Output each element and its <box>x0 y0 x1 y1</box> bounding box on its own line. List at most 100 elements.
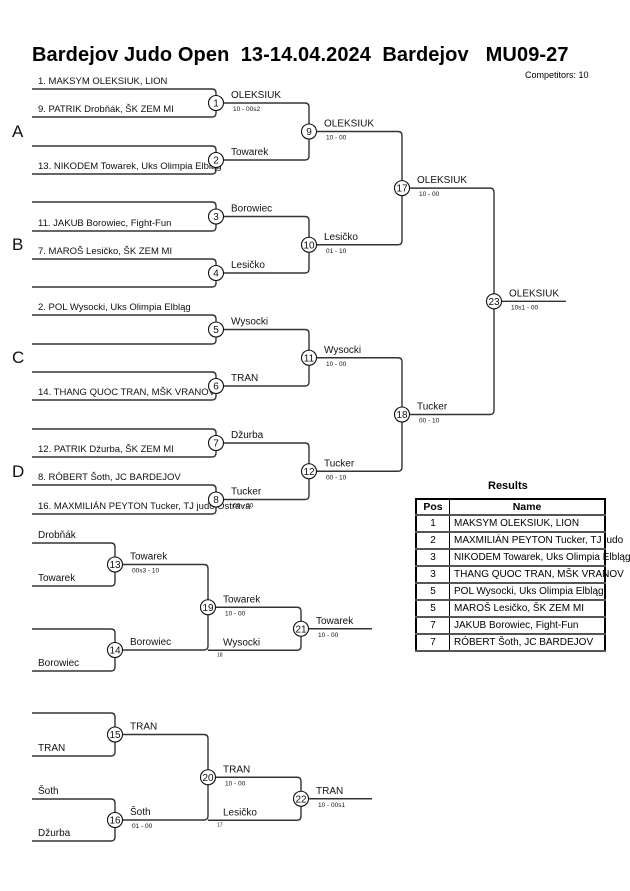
result-pos: 7 <box>415 633 450 652</box>
match-number-circle <box>106 641 124 659</box>
result-pos: 5 <box>415 599 450 618</box>
pool-label: B <box>12 235 23 254</box>
crossover-entry: Lesičko <box>223 807 257 818</box>
match-winner: Towarek <box>223 594 261 605</box>
match-number-circle <box>207 434 225 452</box>
match-winner: OLEKSIUK <box>417 175 467 186</box>
match-number: 23 <box>488 297 500 308</box>
match-winner: Wysocki <box>231 317 268 328</box>
results-header-pos: Pos <box>415 498 450 516</box>
crossover-ref: 17 <box>217 822 223 828</box>
match-score: 00 - 10 <box>326 474 347 481</box>
match-winner: Borowiec <box>130 637 171 648</box>
match-winner: Šoth <box>130 805 151 818</box>
match-number: 2 <box>213 156 219 167</box>
match-score: 10 - 00 <box>326 361 347 368</box>
result-pos: 2 <box>415 531 450 550</box>
entry-name: 12. PATRIK Džurba, ŠK ZEM MI <box>38 444 174 455</box>
entry-name: 9. PATRIK Drobňák, ŠK ZEM MI <box>38 104 174 115</box>
repechage-entry: Šoth <box>38 784 59 797</box>
match-number-circle <box>207 321 225 338</box>
repechage-entry: TRAN <box>38 743 65 754</box>
match-number: 22 <box>295 794 307 805</box>
entry-name: 11. JAKUB Borowiec, Fight-Fun <box>38 218 171 229</box>
match-number-circle <box>393 180 411 197</box>
result-name: THANG QUOC TRAN, MŠK VRANOV <box>449 565 624 584</box>
final-score: 10s1 - 00 <box>511 304 538 311</box>
entry-name: 8. RÓBERT Šoth, JC BARDEJOV <box>38 472 181 483</box>
result-pos: 3 <box>415 548 450 567</box>
match-number-circle <box>199 769 217 786</box>
match-number-circle <box>207 264 225 282</box>
result-name: MAKSYM OLEKSIUK, LION <box>449 514 606 533</box>
match-number-circle <box>393 406 411 423</box>
match-winner: Lesičko <box>231 260 265 271</box>
match-number-circle <box>300 236 318 253</box>
bronze-winner: Towarek <box>316 616 354 627</box>
repechage-entry: Drobňák <box>38 530 77 541</box>
entry-name: 7. MAROŠ Lesičko, ŠK ZEM MI <box>38 246 172 257</box>
final-winner: OLEKSIUK <box>509 288 559 299</box>
bracket-line <box>309 130 403 246</box>
match-winner: TRAN <box>231 373 258 384</box>
match-number-circle <box>207 151 225 169</box>
match-number: 7 <box>213 439 219 450</box>
crossover-ref: 18 <box>217 652 223 658</box>
bracket-line <box>32 314 217 345</box>
match-number: 15 <box>109 730 121 741</box>
repechage-entry: Borowiec <box>38 658 79 669</box>
match-winner: Towarek <box>130 552 168 563</box>
match-number: 6 <box>213 382 219 393</box>
match-winner: TRAN <box>223 764 250 775</box>
results-header-name: Name <box>449 498 606 516</box>
repechage-entry: Džurba <box>38 828 71 839</box>
competitors-count: Competitors: 10 <box>525 70 589 80</box>
match-number-circle <box>292 790 310 807</box>
match-winner: Towarek <box>231 147 269 158</box>
match-winner: Tucker <box>231 487 262 498</box>
match-score: 01 - 00 <box>132 823 153 830</box>
match-score: 10 - 00 <box>326 135 347 142</box>
match-score: 10 - 00 <box>419 191 440 198</box>
crossover-entry: Wysocki <box>223 637 260 648</box>
match-score: 10 - 00s2 <box>233 106 260 113</box>
match-winner: Tucker <box>324 458 355 469</box>
match-winner: OLEKSIUK <box>231 90 281 101</box>
match-number: 4 <box>213 269 219 280</box>
match-number-circle <box>207 377 225 395</box>
match-number-circle <box>106 811 124 829</box>
result-pos: 7 <box>415 616 450 635</box>
match-number-circle <box>300 123 318 140</box>
bracket-line <box>402 187 495 416</box>
bronze-winner: TRAN <box>316 786 343 797</box>
match-number: 9 <box>306 127 312 138</box>
match-number: 14 <box>109 646 121 657</box>
match-number-circle <box>292 620 310 637</box>
repechage-bracket-line <box>115 733 209 821</box>
match-winner: Lesičko <box>324 232 358 243</box>
entry-name: 16. MAXMILIÁN PEYTON Tucker, TJ judo Ost… <box>38 501 251 512</box>
match-number: 16 <box>109 816 121 827</box>
match-number: 8 <box>213 495 219 506</box>
match-number: 20 <box>202 773 214 784</box>
match-number: 3 <box>213 212 219 223</box>
match-number-circle <box>300 349 318 366</box>
match-score: 10 - 00 <box>225 610 246 617</box>
result-name: NIKODEM Towarek, Uks Olimpia Elbląg <box>449 548 630 567</box>
match-number-circle <box>485 293 503 310</box>
result-pos: 3 <box>415 565 450 584</box>
match-score: 10 - 00 <box>318 632 339 639</box>
match-number-circle <box>207 208 225 225</box>
result-name: JAKUB Borowiec, Fight-Fun <box>449 616 606 635</box>
match-number: 10 <box>303 240 315 251</box>
page-title: Bardejov Judo Open 13-14.04.2024 Bardejo… <box>32 44 569 66</box>
match-number-circle <box>106 726 124 743</box>
pool-label: D <box>12 462 24 481</box>
bracket-line <box>216 442 310 501</box>
entry-name: 2. POL Wysocki, Uks Olimpia Elbląg <box>38 302 191 313</box>
